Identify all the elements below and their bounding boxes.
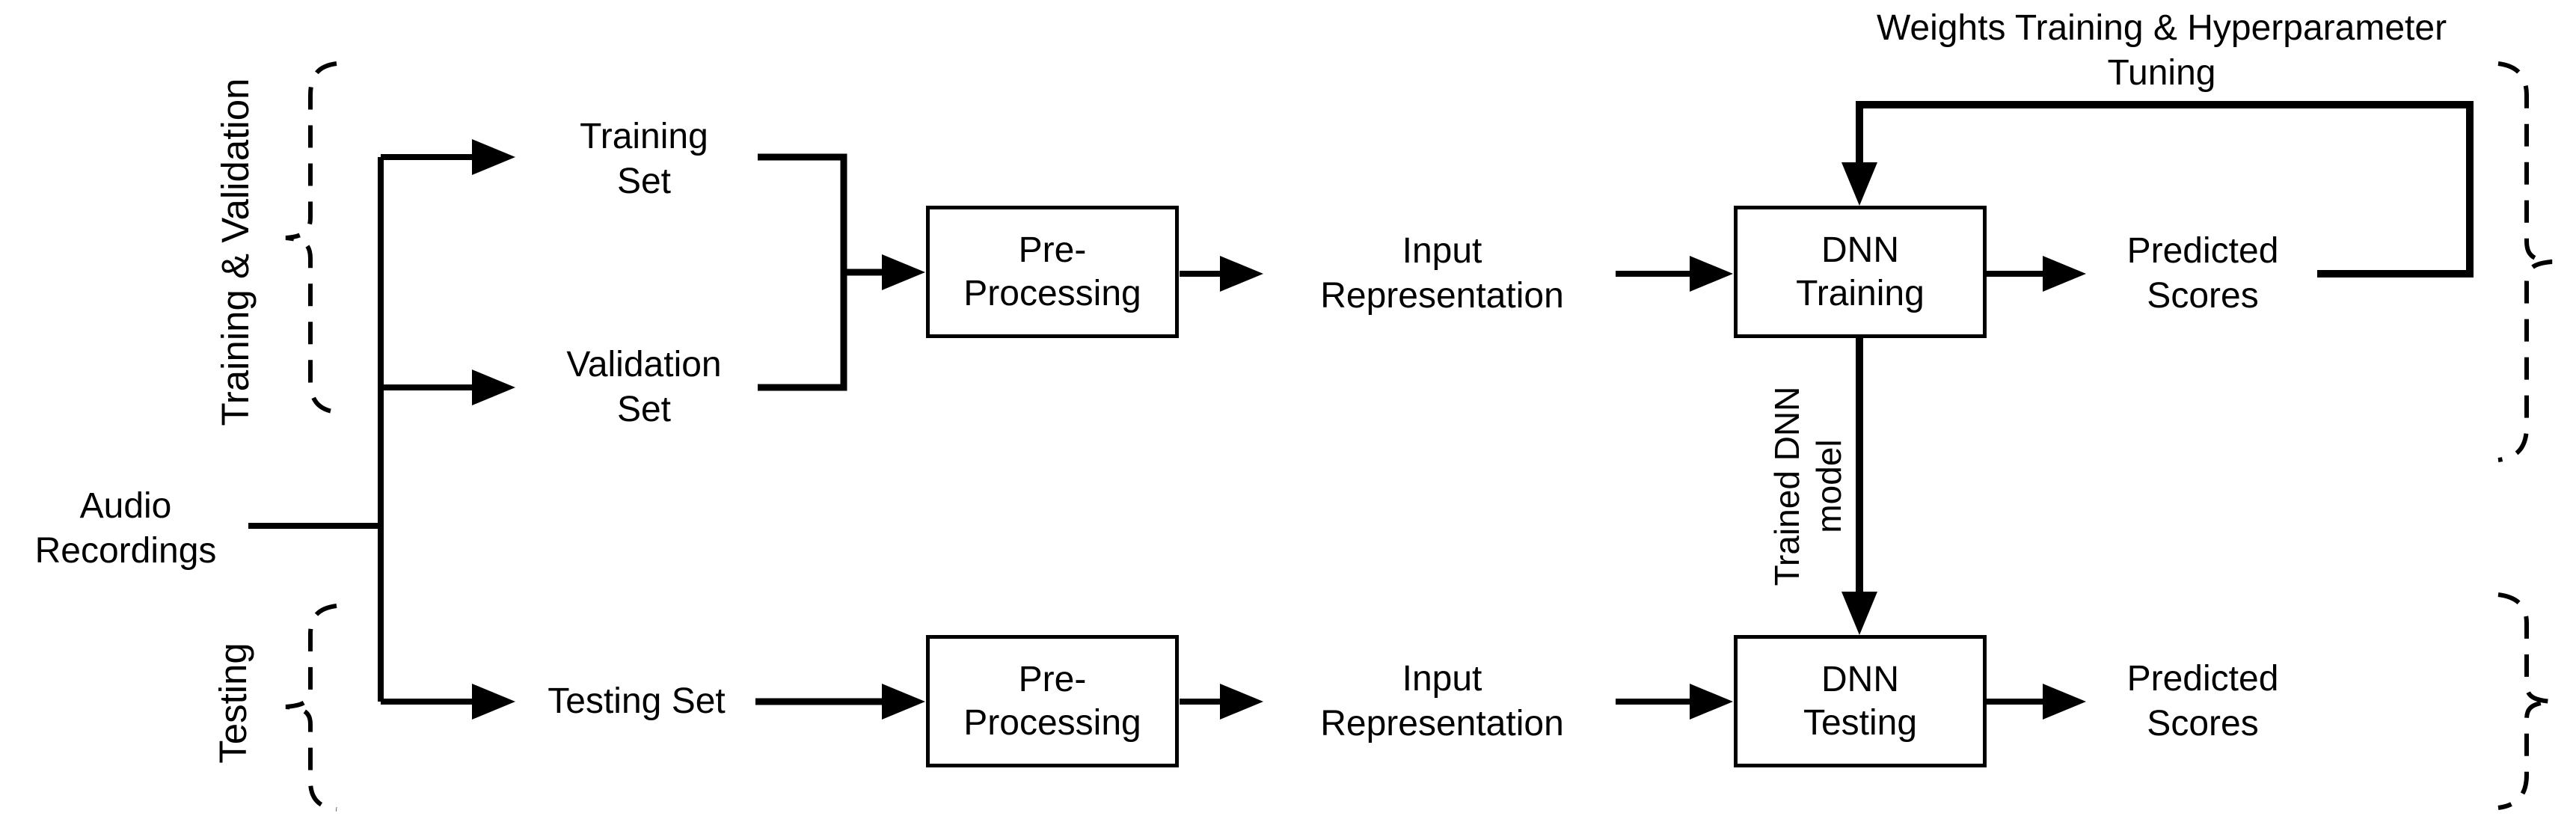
predicted-scores-bottom-label: Predicted Scores — [2126, 659, 2279, 743]
preprocessing-top-box: Pre- Processing — [926, 206, 1179, 338]
feedback-loop-line — [1841, 101, 2474, 277]
training-set-label: Training Set — [580, 117, 708, 201]
preprocessing-top-label: Pre- Processing — [963, 230, 1141, 313]
merge-bracket — [758, 153, 847, 391]
preprocessing-bottom-box: Pre- Processing — [926, 635, 1179, 767]
brace-training-validation-left — [285, 61, 337, 414]
testing-set-label: Testing Set — [548, 681, 726, 721]
audio-recordings-label: Audio Recordings — [34, 486, 217, 571]
weights-tuning-annotation: Weights Training & Hyperparameter Tuning — [1876, 8, 2447, 93]
brace-training-validation-right — [2497, 61, 2553, 462]
preprocessing-bottom-label: Pre- Processing — [963, 659, 1141, 743]
validation-set-label: Validation Set — [566, 345, 722, 429]
predicted-scores-top-label: Predicted Scores — [2126, 231, 2279, 316]
dnn-testing-label: DNN Testing — [1803, 659, 1918, 743]
dnn-training-box: DNN Training — [1734, 206, 1987, 338]
dnn-training-label: DNN Training — [1796, 230, 1925, 313]
training-validation-section-label: Training & Validation — [214, 78, 257, 426]
brace-testing-left — [285, 604, 337, 812]
input-representation-bottom-label: Input Representation — [1320, 659, 1564, 743]
input-representation-top-label: Input Representation — [1320, 231, 1564, 316]
trained-dnn-model-annotation: Trained DNN model — [1767, 386, 1848, 586]
testing-section-label: Testing — [212, 643, 254, 764]
brace-testing-right — [2497, 592, 2553, 810]
dnn-testing-box: DNN Testing — [1734, 635, 1987, 767]
